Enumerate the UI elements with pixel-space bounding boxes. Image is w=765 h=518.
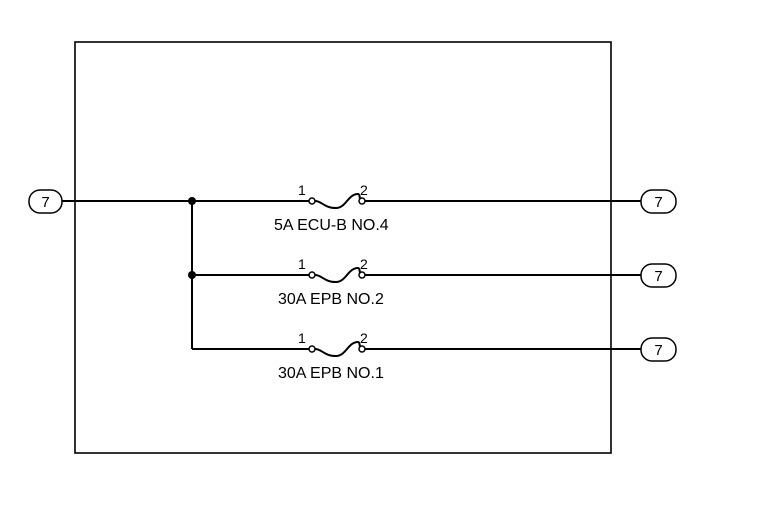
junction-dot	[188, 197, 196, 205]
fuse-symbol	[314, 192, 361, 210]
output-connector-label: 7	[654, 268, 662, 285]
output-connector: 7	[640, 337, 677, 362]
output-connector: 7	[640, 189, 677, 214]
fuse-pin-2: 2	[360, 256, 368, 272]
fuse-ecu-b-no4: 1 2 5A ECU-B NO.4	[274, 182, 389, 234]
output-connector-label: 7	[654, 342, 662, 359]
fuse-symbol	[314, 340, 361, 358]
fuse-epb-no1: 1 2 30A EPB NO.1	[278, 330, 384, 382]
fuse-pin-1: 1	[298, 330, 306, 346]
fuse-label: 5A ECU-B NO.4	[274, 217, 389, 234]
fuse-terminal	[358, 197, 366, 205]
fuse-terminal	[358, 271, 366, 279]
fuse-terminal	[308, 271, 316, 279]
fuse-pin-2: 2	[360, 330, 368, 346]
fuse-block-outline	[74, 41, 612, 454]
fuse-pin-2: 2	[360, 182, 368, 198]
input-connector: 7	[28, 189, 63, 214]
fuse-terminal	[308, 197, 316, 205]
output-connector-label: 7	[654, 194, 662, 211]
fuse-symbol	[314, 266, 361, 284]
fuse-pin-1: 1	[298, 256, 306, 272]
fuse-epb-no2: 1 2 30A EPB NO.2	[278, 256, 384, 308]
fuse-terminal	[308, 345, 316, 353]
fuse-label: 30A EPB NO.1	[278, 365, 384, 382]
input-connector-label: 7	[41, 194, 49, 211]
fuse-pin-1: 1	[298, 182, 306, 198]
output-connector: 7	[640, 263, 677, 288]
fuse-label: 30A EPB NO.2	[278, 291, 384, 308]
fuse-terminal	[358, 345, 366, 353]
